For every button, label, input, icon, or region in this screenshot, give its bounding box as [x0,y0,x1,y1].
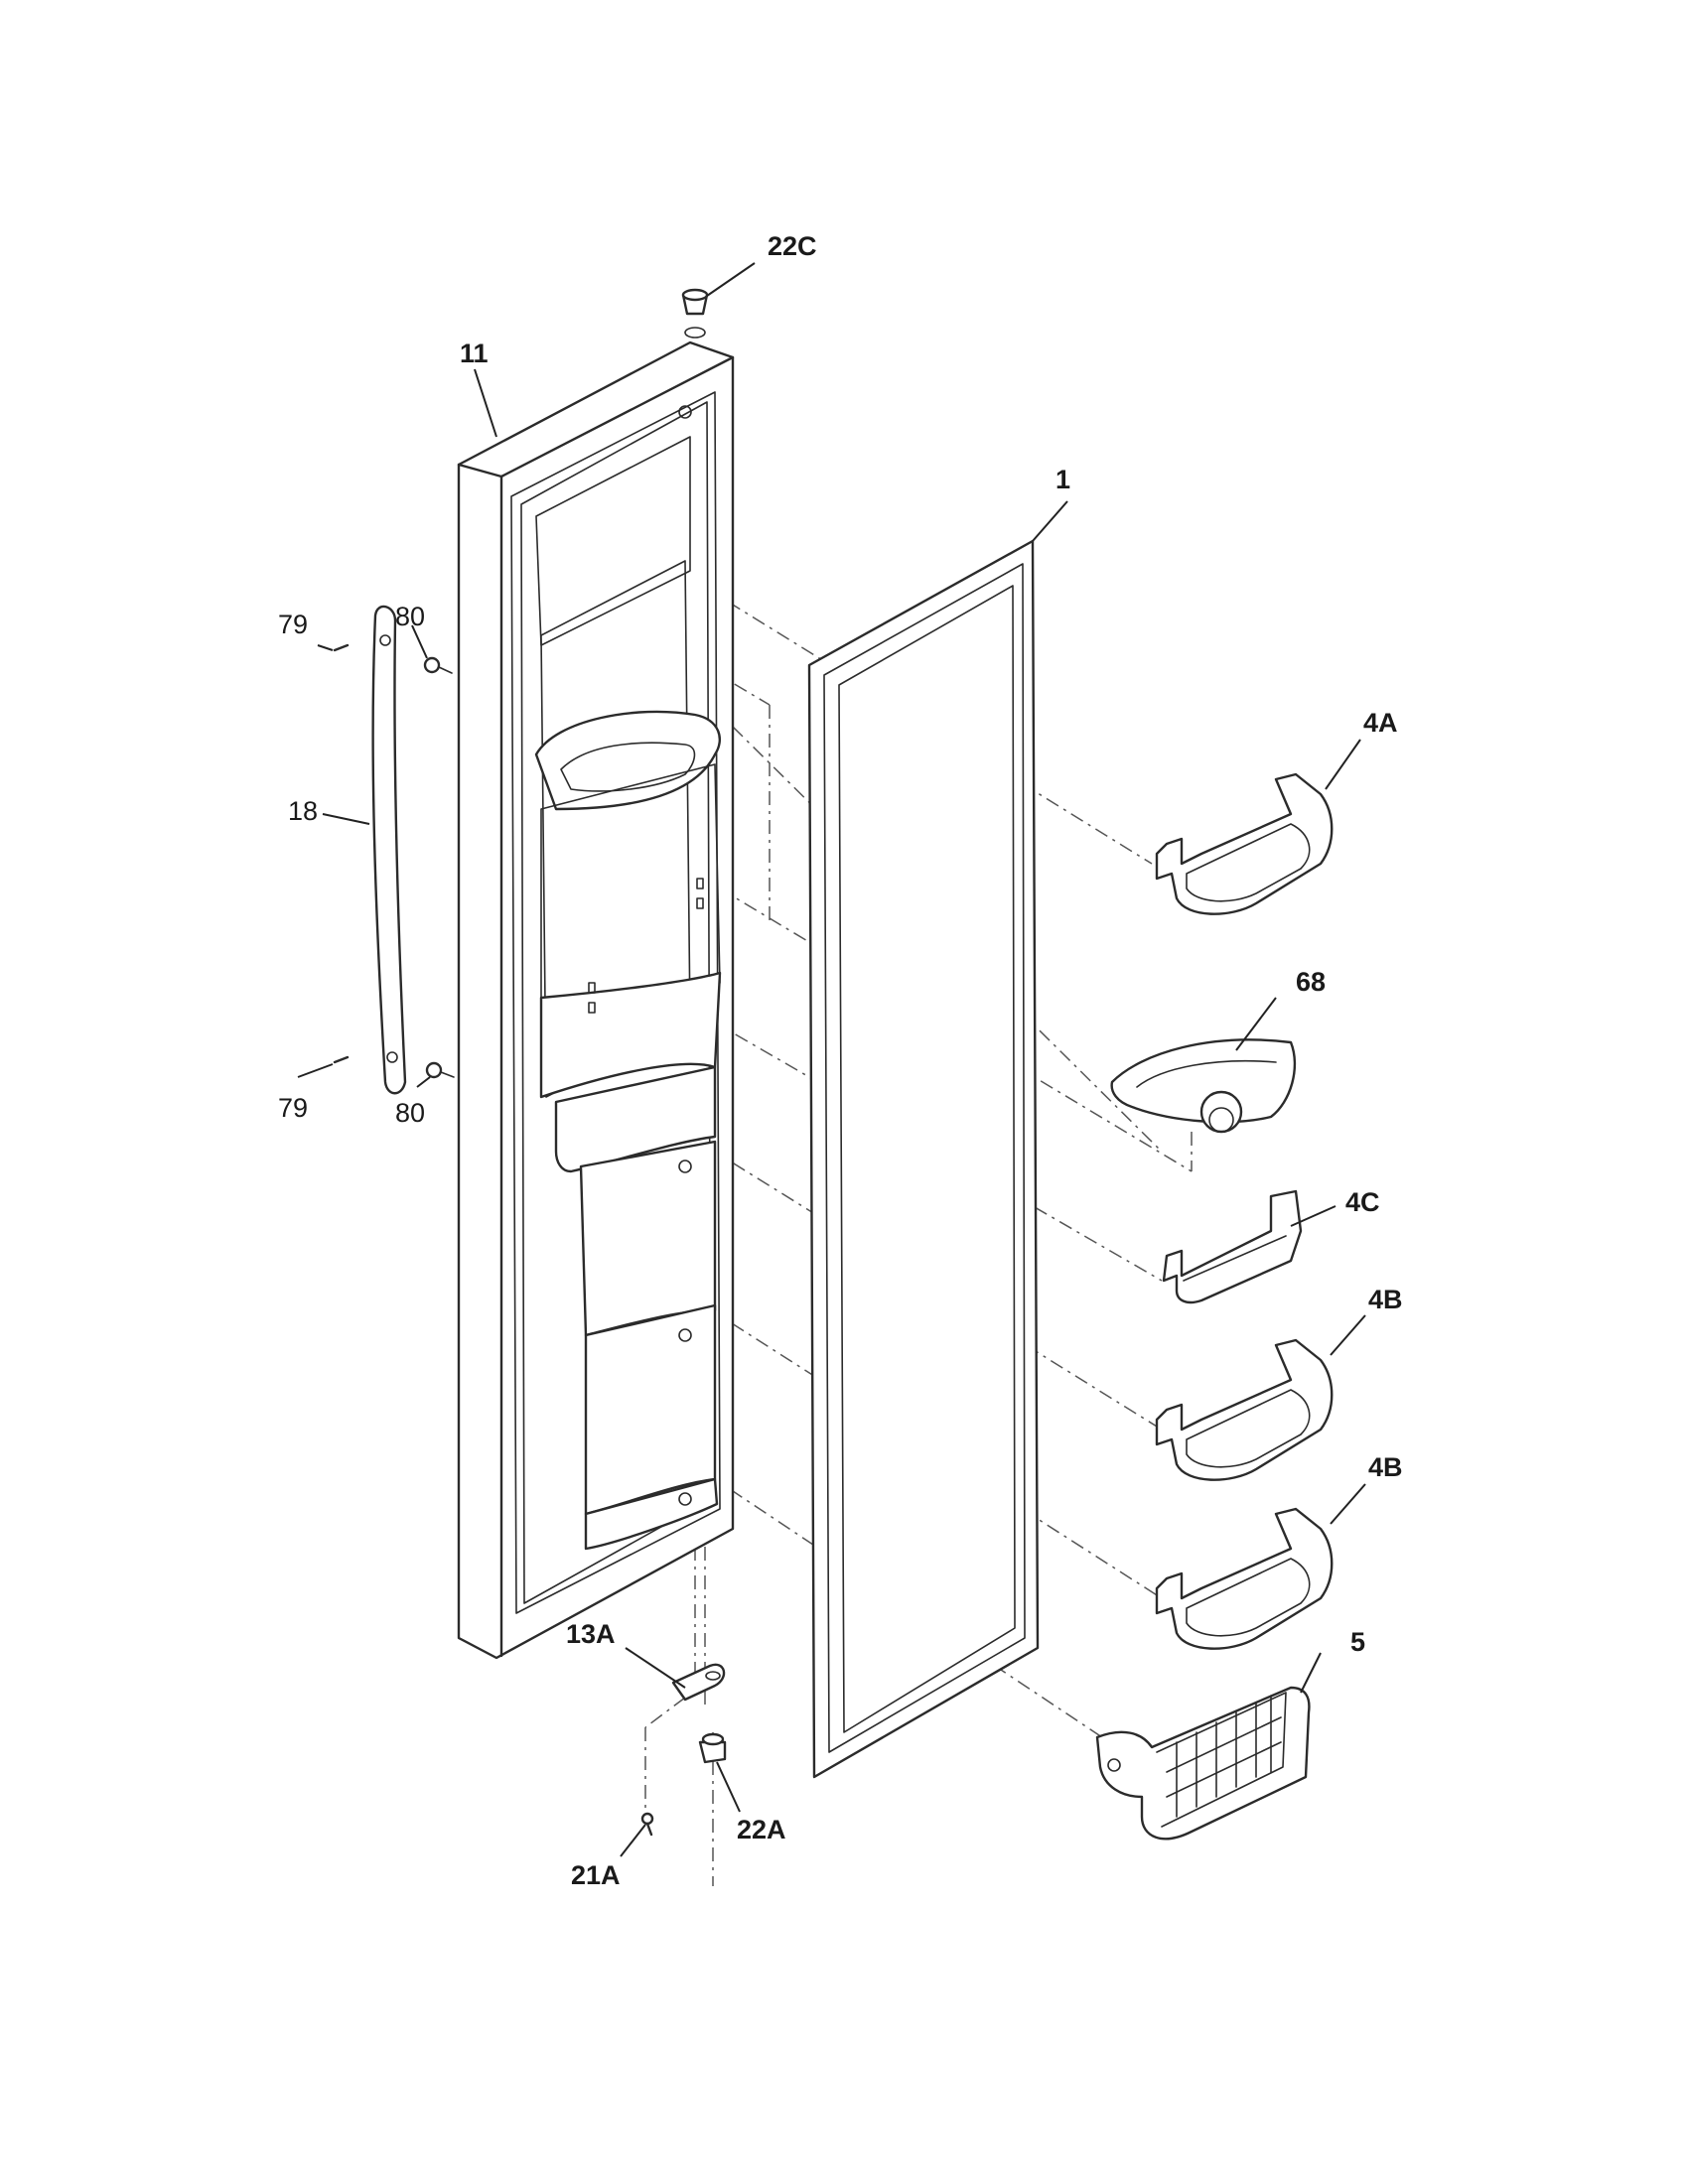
callout-22c: 22C [768,231,817,261]
bushing-part-22a [698,1732,727,1764]
door-bin-part-4b-upper [1155,1338,1334,1481]
callout-18: 18 [288,796,318,826]
door-liner-features [534,405,722,1551]
basket-assembly-part-5 [1095,1686,1311,1841]
callout-1: 1 [1055,465,1070,494]
callout-13a: 13A [566,1619,616,1649]
callout-79-bottom: 79 [278,1093,308,1123]
callout-4a: 4A [1363,708,1398,738]
callout-labels: 22C 11 1 79 80 18 79 80 4A 68 4C 4B 4B 5… [278,231,1403,1890]
callout-11: 11 [460,339,489,368]
plug-part-22c [681,288,709,316]
callout-80-bottom: 80 [395,1098,425,1128]
callout-4c: 4C [1345,1187,1380,1217]
hinge-bracket-part-13a [671,1663,726,1702]
callout-5: 5 [1350,1627,1365,1657]
ice-chute-part-68 [1110,1038,1297,1134]
door-bin-part-4a [1155,772,1334,915]
callout-leaders [297,262,1366,1857]
screws-79-80 [333,643,455,1079]
door-handle-part-18 [371,605,407,1095]
door-bin-part-4b-lower [1155,1507,1334,1650]
door-bin-part-4c [1162,1189,1303,1304]
callout-22a: 22A [737,1815,786,1844]
callout-4b-lower: 4B [1368,1452,1403,1482]
door-gasket-part-1 [807,539,1040,1779]
callout-79-top: 79 [278,610,308,639]
callout-4b-upper: 4B [1368,1285,1403,1314]
screw-part-21a [640,1812,654,1837]
callout-80-top: 80 [395,602,425,631]
callout-68: 68 [1296,967,1326,997]
callout-21a: 21A [571,1860,621,1890]
